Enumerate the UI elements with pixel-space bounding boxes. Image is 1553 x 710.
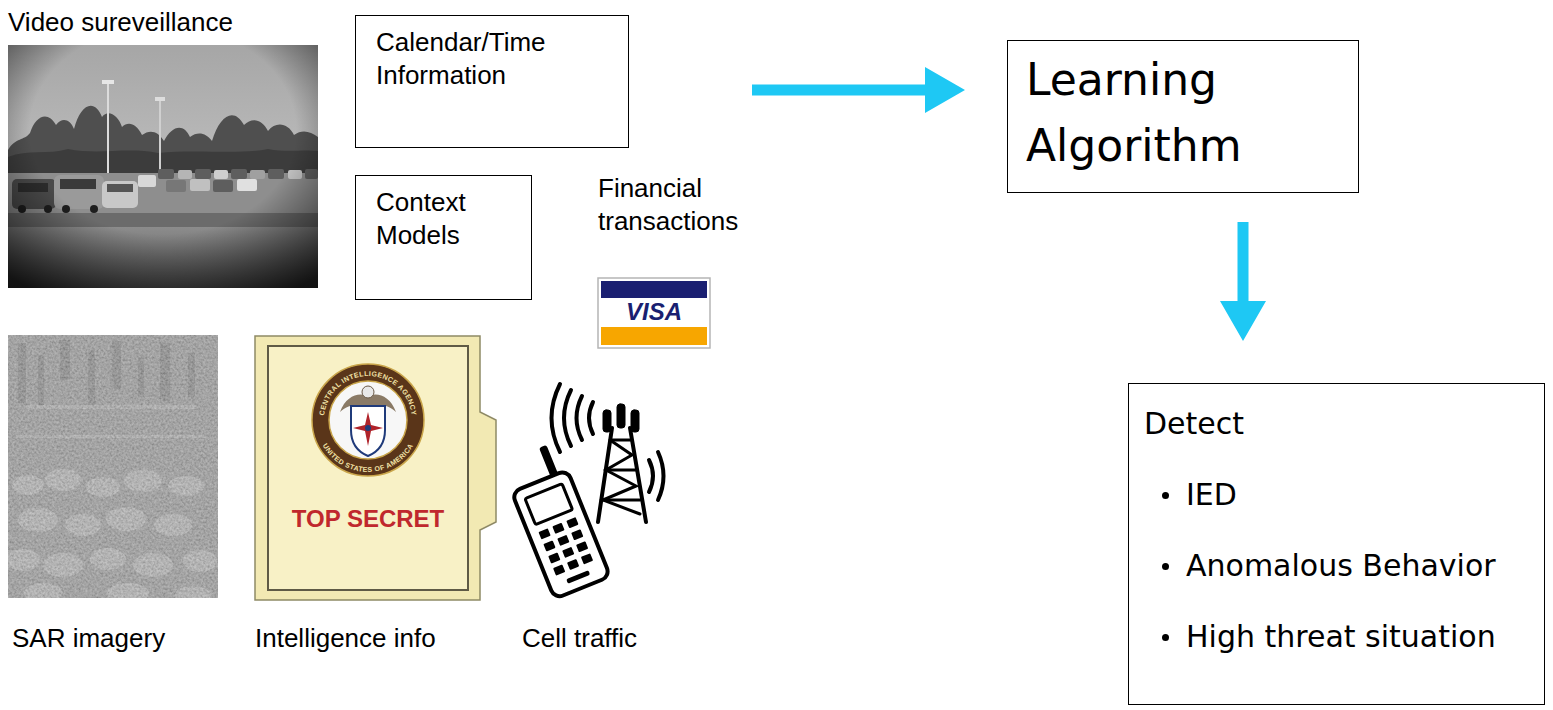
box-text: Context Models [376,186,511,251]
list-item: Anomalous Behavior [1144,548,1524,584]
box-heading: Detect [1144,406,1244,442]
card-logo [598,278,710,348]
text-row: Context Models [376,186,511,251]
image-caption: Intelligence info [255,622,436,655]
input-label: Financial transactions [598,172,776,237]
list-item: IED [1144,477,1524,513]
image-caption: SAR imagery [12,622,165,655]
seal-text: UNITED STATES OF AMERICA [322,442,415,473]
text-row: Learning Algorithm [1026,47,1340,179]
input-box: Context Models [355,175,532,300]
list-text: High threat situation [1186,619,1496,655]
output-box: DetectIED Anomalous BehaviorHigh threat s… [1128,383,1545,705]
text-row: Calendar/Time Information [376,26,608,91]
list-text: Anomalous Behavior [1186,548,1496,584]
seal-text: CENTRAL INTELLIGENCE AGENCY [318,370,418,416]
mobile-phone [500,441,610,599]
list-text: IED [1186,477,1237,513]
bullet-dot [1162,563,1169,570]
box-text: Learning Algorithm [1026,47,1340,179]
card-logo-text: VISA [600,298,708,326]
input-box: Calendar/Time Information [355,15,629,148]
list-item: High threat situation [1144,619,1524,655]
bullet-dot [1162,634,1169,641]
process-box: Learning Algorithm [1007,40,1359,193]
flow-arrow [1220,222,1266,341]
image-caption: Cell traffic [522,622,637,655]
secret-folder: CENTRAL INTELLIGENCE AGENCY UNITED STATES… [255,336,496,600]
box-text: Calendar/Time Information [376,26,608,91]
image-caption: Video sureveillance [8,6,233,39]
surveillance-photo [8,45,318,288]
text-row: Detect [1144,406,1524,442]
stamp-text: TOP SECRET [280,505,456,534]
bullet-dot [1162,492,1169,499]
flow-arrow [752,67,965,113]
sar-image [6,335,218,604]
